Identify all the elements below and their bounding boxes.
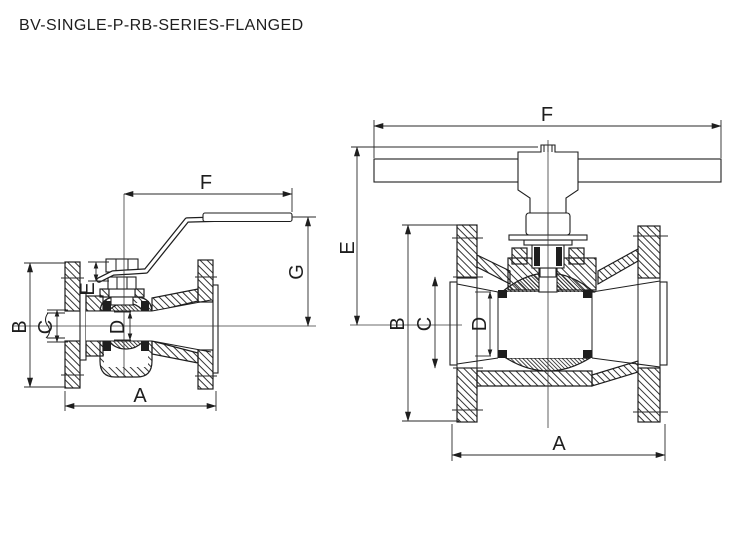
dim-label-f: F — [200, 172, 212, 194]
dim-label-a: A — [552, 433, 566, 455]
dim-label-c: C — [35, 320, 57, 334]
dim-label-f: F — [541, 104, 553, 126]
seat-ring — [498, 290, 507, 298]
side-view: F G B C E D — [9, 172, 316, 411]
bore-cone — [456, 357, 499, 365]
bore-cone — [456, 283, 499, 293]
gland-ear — [134, 288, 145, 298]
gland-bolt — [511, 247, 528, 265]
dim-label-d: D — [107, 320, 129, 334]
dim-label-g: G — [286, 264, 308, 280]
dim-label-e: E — [77, 282, 99, 295]
seat-ring — [498, 350, 507, 358]
side-flange-left — [61, 261, 87, 389]
flange-face — [449, 281, 458, 366]
stem-nut-lower — [107, 276, 137, 290]
lever-handle — [96, 212, 293, 283]
packing-box — [110, 296, 134, 306]
side-valve-body — [85, 288, 212, 378]
seat-ring — [103, 341, 111, 351]
seat-ring — [141, 341, 149, 351]
side-flange-right — [195, 259, 219, 390]
dim-label-b: B — [9, 320, 31, 333]
dim-label-b: B — [387, 317, 409, 330]
front-view: F E B C D A — [337, 104, 722, 461]
dim-label-c: C — [414, 317, 436, 331]
drawing-title: BV-SINGLE-P-RB-SERIES-FLANGED — [19, 17, 304, 34]
packing-seal — [534, 247, 540, 266]
gland-ear — [99, 288, 110, 298]
front-flange-right — [633, 225, 668, 423]
packing-seal — [556, 247, 562, 266]
dim-label-e: E — [337, 241, 359, 254]
seat-ring — [583, 350, 592, 358]
dim-label-a: A — [133, 385, 147, 407]
seat-ring — [103, 301, 111, 311]
front-flange-left — [449, 224, 483, 423]
handle-grip-sleeve — [202, 212, 293, 223]
front-dimensions: F E B C D A — [337, 104, 722, 461]
dim-label-d: D — [469, 317, 491, 331]
bore-cone — [591, 280, 661, 293]
side-dimensions: F G B C E D — [9, 172, 316, 411]
flange-face — [659, 281, 668, 366]
bore-cone — [591, 357, 661, 368]
gland-bolt — [568, 247, 585, 265]
gland-plate — [108, 288, 136, 298]
seat-ring — [583, 290, 592, 298]
side-stem-assembly — [99, 258, 145, 306]
seat-ring — [141, 301, 149, 311]
